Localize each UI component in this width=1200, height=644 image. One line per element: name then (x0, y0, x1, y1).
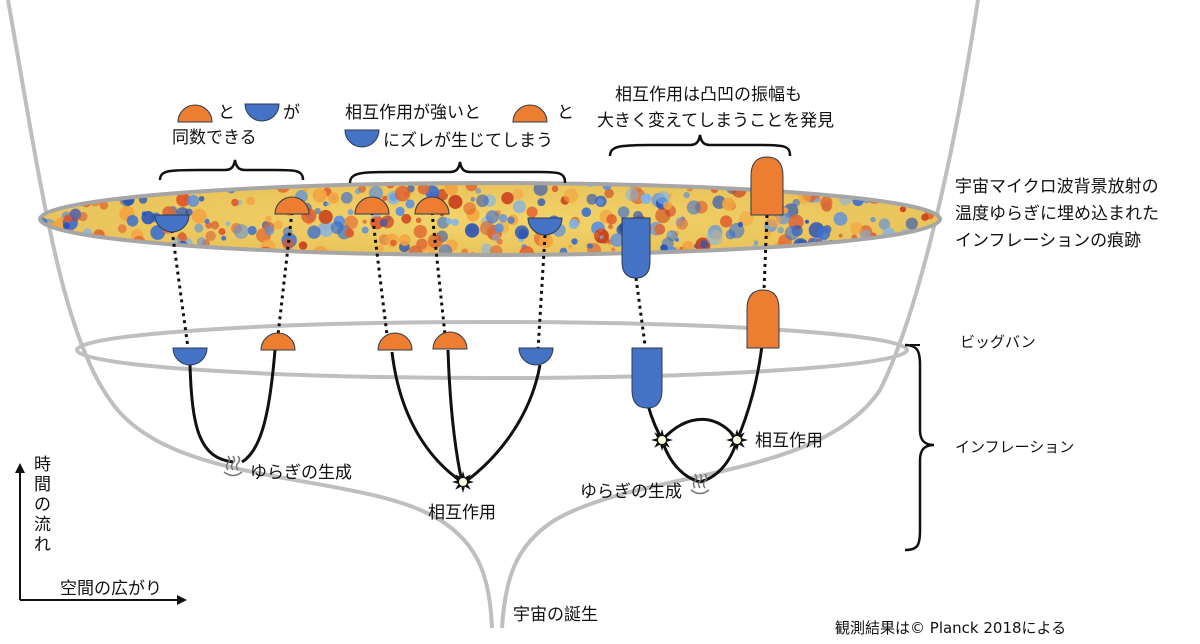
legend-right: 相互作用は凸凹の振幅も 大きく変えてしまうことを発見 (597, 85, 834, 131)
interaction-center-star-icon (452, 471, 474, 493)
fluct-right-icon (690, 473, 710, 495)
cmb-caption-line1: 宇宙マイクロ波背景放射の (955, 177, 1159, 197)
cmb-blue-left (154, 214, 190, 233)
legend-center-orange-dome (512, 104, 548, 123)
cmb-orange-left (274, 196, 310, 215)
bb-blue-tall (631, 347, 663, 409)
fluct-left-icon (223, 455, 243, 477)
credit-text: 観測結果は© Planck 2018による (835, 619, 1066, 637)
interaction-right-star-icon-1 (651, 429, 673, 451)
legend-center-line2: にズレが生じてしまう (383, 131, 553, 151)
time-axis-label: 時間の流れ (34, 455, 51, 555)
big-bang-ring (75, 320, 909, 380)
legend-left-mid: と (218, 103, 235, 123)
cmb-orange-center-2 (414, 196, 450, 215)
funnel-left-wall (6, 0, 494, 629)
bb-orange-tall (746, 289, 780, 349)
worldlines (188, 344, 764, 484)
dotted-connectors (170, 211, 769, 351)
cmb-orange-tall (750, 156, 784, 216)
bb-orange-center-1 (377, 332, 413, 351)
interaction-right-star-icon-2 (726, 429, 748, 451)
inflation-label: インフレーション (955, 438, 1074, 456)
cmb-caption: 宇宙マイクロ波背景放射の 温度ゆらぎに埋め込まれた インフレーションの痕跡 (955, 177, 1159, 251)
fluct-right-label: ゆらぎの生成 (580, 482, 682, 502)
space-axis-label: 空間の広がり (60, 579, 162, 599)
legend-center-blue-bowl (344, 129, 380, 148)
bb-orange-left (260, 332, 296, 351)
bb-blue-left (172, 347, 208, 366)
legend-right-line2: 大きく変えてしまうことを発見 (597, 111, 834, 131)
legend-left-line2: 同数できる (172, 128, 257, 148)
legend-center-line1-end: と (557, 103, 574, 123)
inflation-brace (904, 343, 935, 552)
bb-blue-center (518, 347, 554, 366)
big-bang-label: ビッグバン (960, 333, 1036, 351)
funnel-right-wall (500, 0, 980, 629)
cmb-blue-center (527, 217, 563, 236)
legend-braces (158, 134, 792, 184)
interaction-right-label: 相互作用 (755, 431, 823, 451)
bb-orange-center-2 (432, 331, 468, 350)
cmb-orange-center-1 (354, 196, 390, 215)
cmb-caption-line3: インフレーションの痕跡 (955, 231, 1141, 251)
legend-blue-bowl (244, 103, 280, 122)
legend-center-line1: 相互作用が強いと (345, 103, 481, 123)
cmb-blue-tall (621, 217, 651, 279)
legend-left-end: が (283, 103, 300, 123)
interaction-center-label: 相互作用 (428, 503, 496, 523)
legend-orange-dome (177, 104, 213, 123)
legend-right-line1: 相互作用は凸凹の振幅も (615, 85, 802, 105)
cmb-caption-line2: 温度ゆらぎに埋め込まれた (955, 204, 1159, 224)
universe-birth-label: 宇宙の誕生 (513, 605, 598, 625)
legend-left: と が 同数できる (172, 103, 300, 148)
legend-center: 相互作用が強いと と にズレが生じてしまう (345, 103, 574, 151)
fluct-left-label: ゆらぎの生成 (250, 463, 352, 483)
axes (15, 463, 187, 605)
